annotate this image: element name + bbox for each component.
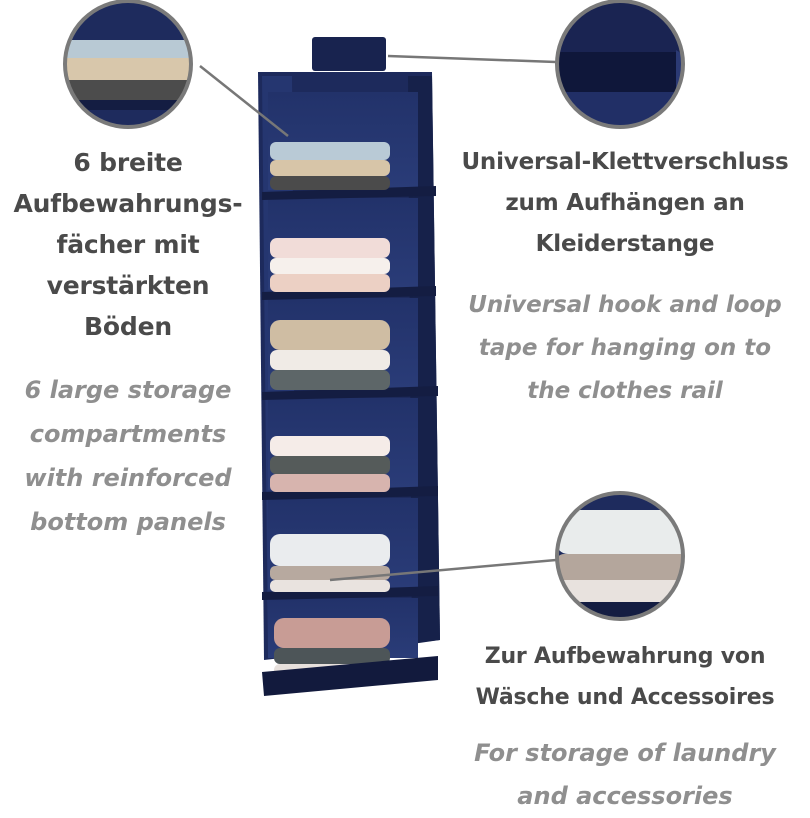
top-right-subtitle-line: the clothes rail xyxy=(527,378,723,404)
left-title-line: Böden xyxy=(84,312,172,341)
top-right-title-line: Kleiderstange xyxy=(535,231,715,257)
callout-connectors xyxy=(199,54,557,582)
bottom-right-feature-subtitle: For storage of laundry and accessories xyxy=(440,732,810,818)
callout-velcro-detail xyxy=(555,0,685,129)
bottom-right-title-line: Zur Aufbewahrung von xyxy=(484,644,766,669)
bottom-right-subtitle-line: For storage of laundry xyxy=(474,739,776,767)
top-right-subtitle-line: tape for hanging on to xyxy=(478,335,772,361)
top-right-title-line: zum Aufhängen an xyxy=(505,190,745,216)
left-title-line: fächer mit xyxy=(56,230,200,259)
left-subtitle-line: with reinforced xyxy=(24,464,232,492)
bottom-right-feature-title: Zur Aufbewahrung von Wäsche und Accessoi… xyxy=(440,636,810,718)
callout-shelf-detail xyxy=(63,0,193,129)
left-subtitle-line: bottom panels xyxy=(30,508,226,536)
left-feature-subtitle: 6 large storage compartments with reinfo… xyxy=(0,368,256,544)
bottom-right-title-line: Wäsche und Accessoires xyxy=(475,685,775,710)
top-right-title-line: Universal-Klettverschluss xyxy=(461,149,789,175)
hanging-organizer xyxy=(258,37,440,696)
top-right-feature-subtitle: Universal hook and loop tape for hanging… xyxy=(440,284,810,413)
top-right-feature-title: Universal-Klettverschluss zum Aufhängen … xyxy=(440,142,810,265)
left-title-line: 6 breite xyxy=(73,148,183,177)
left-title-line: verstärkten xyxy=(46,271,210,300)
top-right-subtitle-line: Universal hook and loop xyxy=(468,292,782,318)
folded-laundry xyxy=(270,142,390,678)
velcro-strap xyxy=(312,37,386,71)
left-subtitle-line: 6 large storage xyxy=(24,376,232,404)
left-title-line: Aufbewahrungs- xyxy=(13,189,243,218)
left-feature-title: 6 breite Aufbewahrungs- fächer mit verst… xyxy=(0,142,256,347)
callout-laundry-detail xyxy=(555,491,685,621)
bottom-right-subtitle-line: and accessories xyxy=(517,782,733,810)
left-subtitle-line: compartments xyxy=(29,420,227,448)
